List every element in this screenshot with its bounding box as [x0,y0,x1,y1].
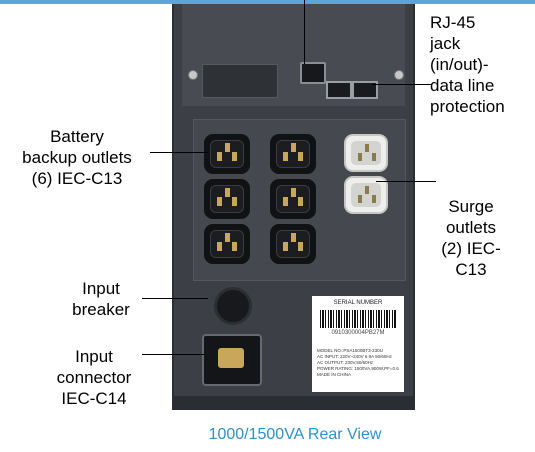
screw [394,70,404,80]
serial-header: SERIAL NUMBER [333,300,383,306]
serial-code: 0910300004PB27M [331,330,385,336]
upper-panel [182,4,405,106]
blank-plate [202,64,278,98]
surge-outlet [344,176,388,214]
leader-line-surge [376,181,436,182]
screw [188,70,198,80]
battery-outlet [270,179,316,219]
leader-line-usb [304,0,305,64]
ups-base [174,396,413,410]
leader-line-rj45 [372,84,432,85]
surge-outlet [344,134,388,172]
figure-caption: 1000/1500VA Rear View [208,426,382,443]
battery-outlet [270,224,316,264]
battery-outlet [204,224,250,264]
input-connector [202,334,262,386]
ups-rear-panel: SERIAL NUMBER 0910300004PB27M MODEL NO.:… [172,4,415,410]
product-label: SERIAL NUMBER 0910300004PB27M MODEL NO.:… [312,296,404,392]
barcode [320,310,396,328]
battery-outlet [270,134,316,174]
leader-line-breaker [142,298,208,299]
input-breaker [214,287,252,325]
battery-outlet [204,134,250,174]
battery-outlet [204,179,250,219]
rj45-port-in [326,81,352,99]
usb-port [300,62,326,84]
top-accent-bar [0,0,535,4]
outlet-panel [193,119,406,281]
spec-lines: MODEL NO.:PSA1500BT3-230U AC INPUT: 220V… [317,348,399,377]
leader-line-connector [142,354,206,355]
rj45-port-out [352,81,378,99]
leader-line-battery [150,152,208,153]
